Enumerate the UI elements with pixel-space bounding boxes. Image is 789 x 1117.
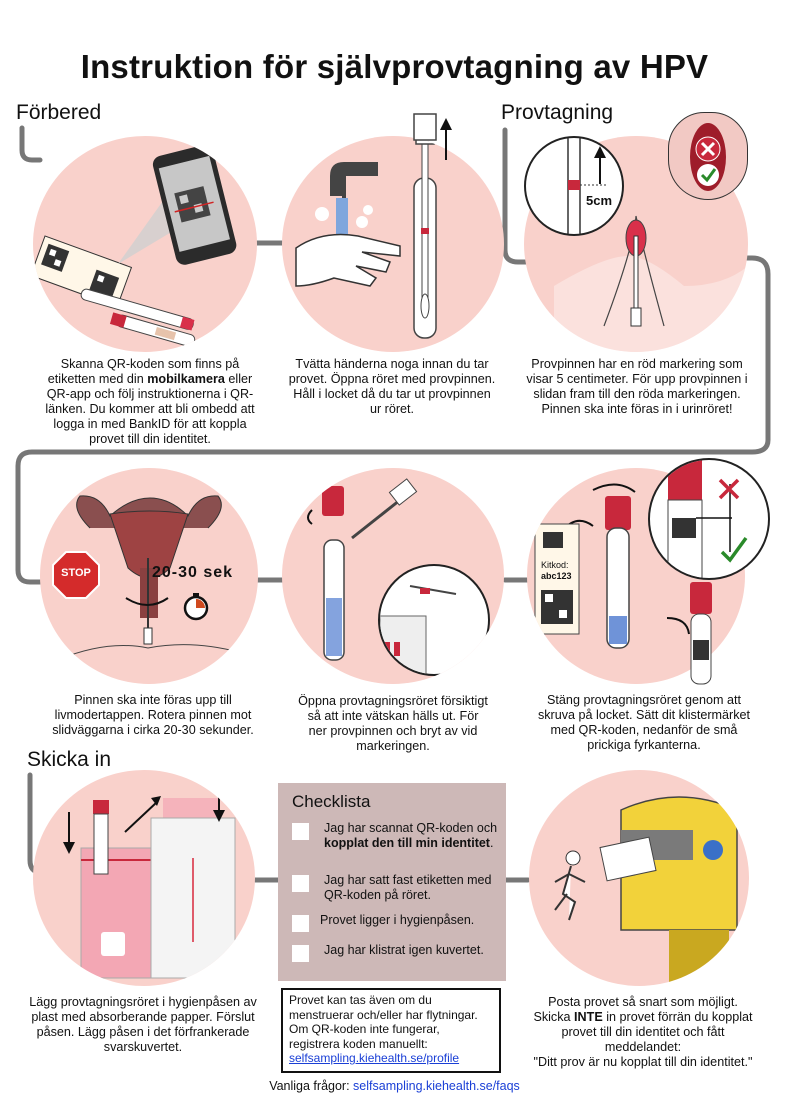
tube-label-icon xyxy=(534,483,690,649)
stop-sign-label: STOP xyxy=(61,567,91,579)
section-prepare: Förbered xyxy=(16,101,102,124)
step-8-illustration xyxy=(529,770,749,986)
note-line-2: Om QR-koden inte fungerar, registrera ko… xyxy=(289,1022,440,1051)
labeled-tube-icon xyxy=(690,582,712,685)
phone-qr-scan-icon xyxy=(33,144,237,347)
faq-line: Vanliga frågor: selfsampling.kiehealth.s… xyxy=(0,1079,789,1093)
checkbox[interactable] xyxy=(292,823,309,840)
tube-break-icon xyxy=(307,478,418,661)
pull-up-arrow-icon xyxy=(413,113,452,160)
step-2-caption: Tvätta händerna noga innan du tar provet… xyxy=(288,357,496,416)
checklist-item[interactable]: Provet ligger i hygienpåsen. xyxy=(292,913,498,932)
info-note: Provet kan tas även om du menstruerar oc… xyxy=(281,988,501,1073)
faq-label: Vanliga frågor: xyxy=(269,1079,350,1093)
kitcode-label: Kitkod: xyxy=(541,560,569,570)
checklist-item-text: Jag har satt fast etiketten med QR-koden… xyxy=(324,873,492,902)
sampling-anatomy-icon xyxy=(554,215,748,352)
marker-zoom: 5cm xyxy=(524,136,624,236)
step-5-illustration xyxy=(282,468,504,684)
checklist-item[interactable]: Jag har klistrat igen kuvertet. xyxy=(292,943,498,962)
step-5-caption: Öppna provtagningsröret försiktigt så at… xyxy=(298,694,488,753)
step-3-caption: Provpinnen har en röd markering som visa… xyxy=(526,357,748,416)
stop-sign-icon: STOP xyxy=(52,551,100,599)
checklist-item[interactable]: Jag har scannat QR-koden och kopplat den… xyxy=(292,821,498,851)
checklist-item-text: Jag har scannat QR-koden och kopplat den… xyxy=(324,821,498,850)
step-7-caption: Lägg provtagningsröret i hygienpåsen av … xyxy=(29,995,257,1054)
hands-washing-icon xyxy=(295,136,437,339)
break-zoom xyxy=(378,564,490,676)
step-1-caption: Skanna QR-koden som finns på etiketten m… xyxy=(45,357,255,446)
checklist-item-text: Jag har klistrat igen kuvertet. xyxy=(324,943,484,957)
checkbox[interactable] xyxy=(292,875,309,892)
step-6-caption: Stäng provtagningsröret genom att skruva… xyxy=(537,693,751,752)
page-title: Instruktion för självprovtagning av HPV xyxy=(80,48,709,85)
faq-link[interactable]: selfsampling.kiehealth.se/faqs xyxy=(353,1079,520,1093)
step-1-illustration xyxy=(33,136,257,352)
checkbox[interactable] xyxy=(292,945,309,962)
profile-link[interactable]: selfsampling.kiehealth.se/profile xyxy=(289,1051,460,1065)
anatomy-inset xyxy=(668,112,748,200)
step-7-illustration xyxy=(33,770,255,986)
checklist-title: Checklista xyxy=(292,792,371,811)
checklist-item[interactable]: Jag har satt fast etiketten med QR-koden… xyxy=(292,873,498,903)
duration-label: 20-30 sek xyxy=(152,564,234,581)
bag-envelope-icon xyxy=(63,784,236,979)
checklist-item-text: Provet ligger i hygienpåsen. xyxy=(320,913,475,927)
checklist-panel: Checklista Jag har scannat QR-koden och … xyxy=(278,783,506,981)
uterus-rotation-icon xyxy=(40,495,258,669)
mailbox-icon xyxy=(554,796,738,986)
kitcode-value: abc123 xyxy=(541,571,572,581)
step-4-caption: Pinnen ska inte föras upp till livmodert… xyxy=(52,693,254,737)
label-check-zoom xyxy=(648,458,770,580)
checkbox[interactable] xyxy=(292,915,309,932)
stopwatch-icon xyxy=(183,593,209,621)
marker-label: 5cm xyxy=(586,193,613,208)
section-sampling: Provtagning xyxy=(501,101,614,124)
section-send: Skicka in xyxy=(27,748,112,771)
step-2-illustration xyxy=(282,136,504,352)
step-8-caption: Posta provet så snart som möjligt. Skick… xyxy=(533,995,753,1069)
note-line-1: Provet kan tas även om du menstruerar oc… xyxy=(289,993,478,1022)
